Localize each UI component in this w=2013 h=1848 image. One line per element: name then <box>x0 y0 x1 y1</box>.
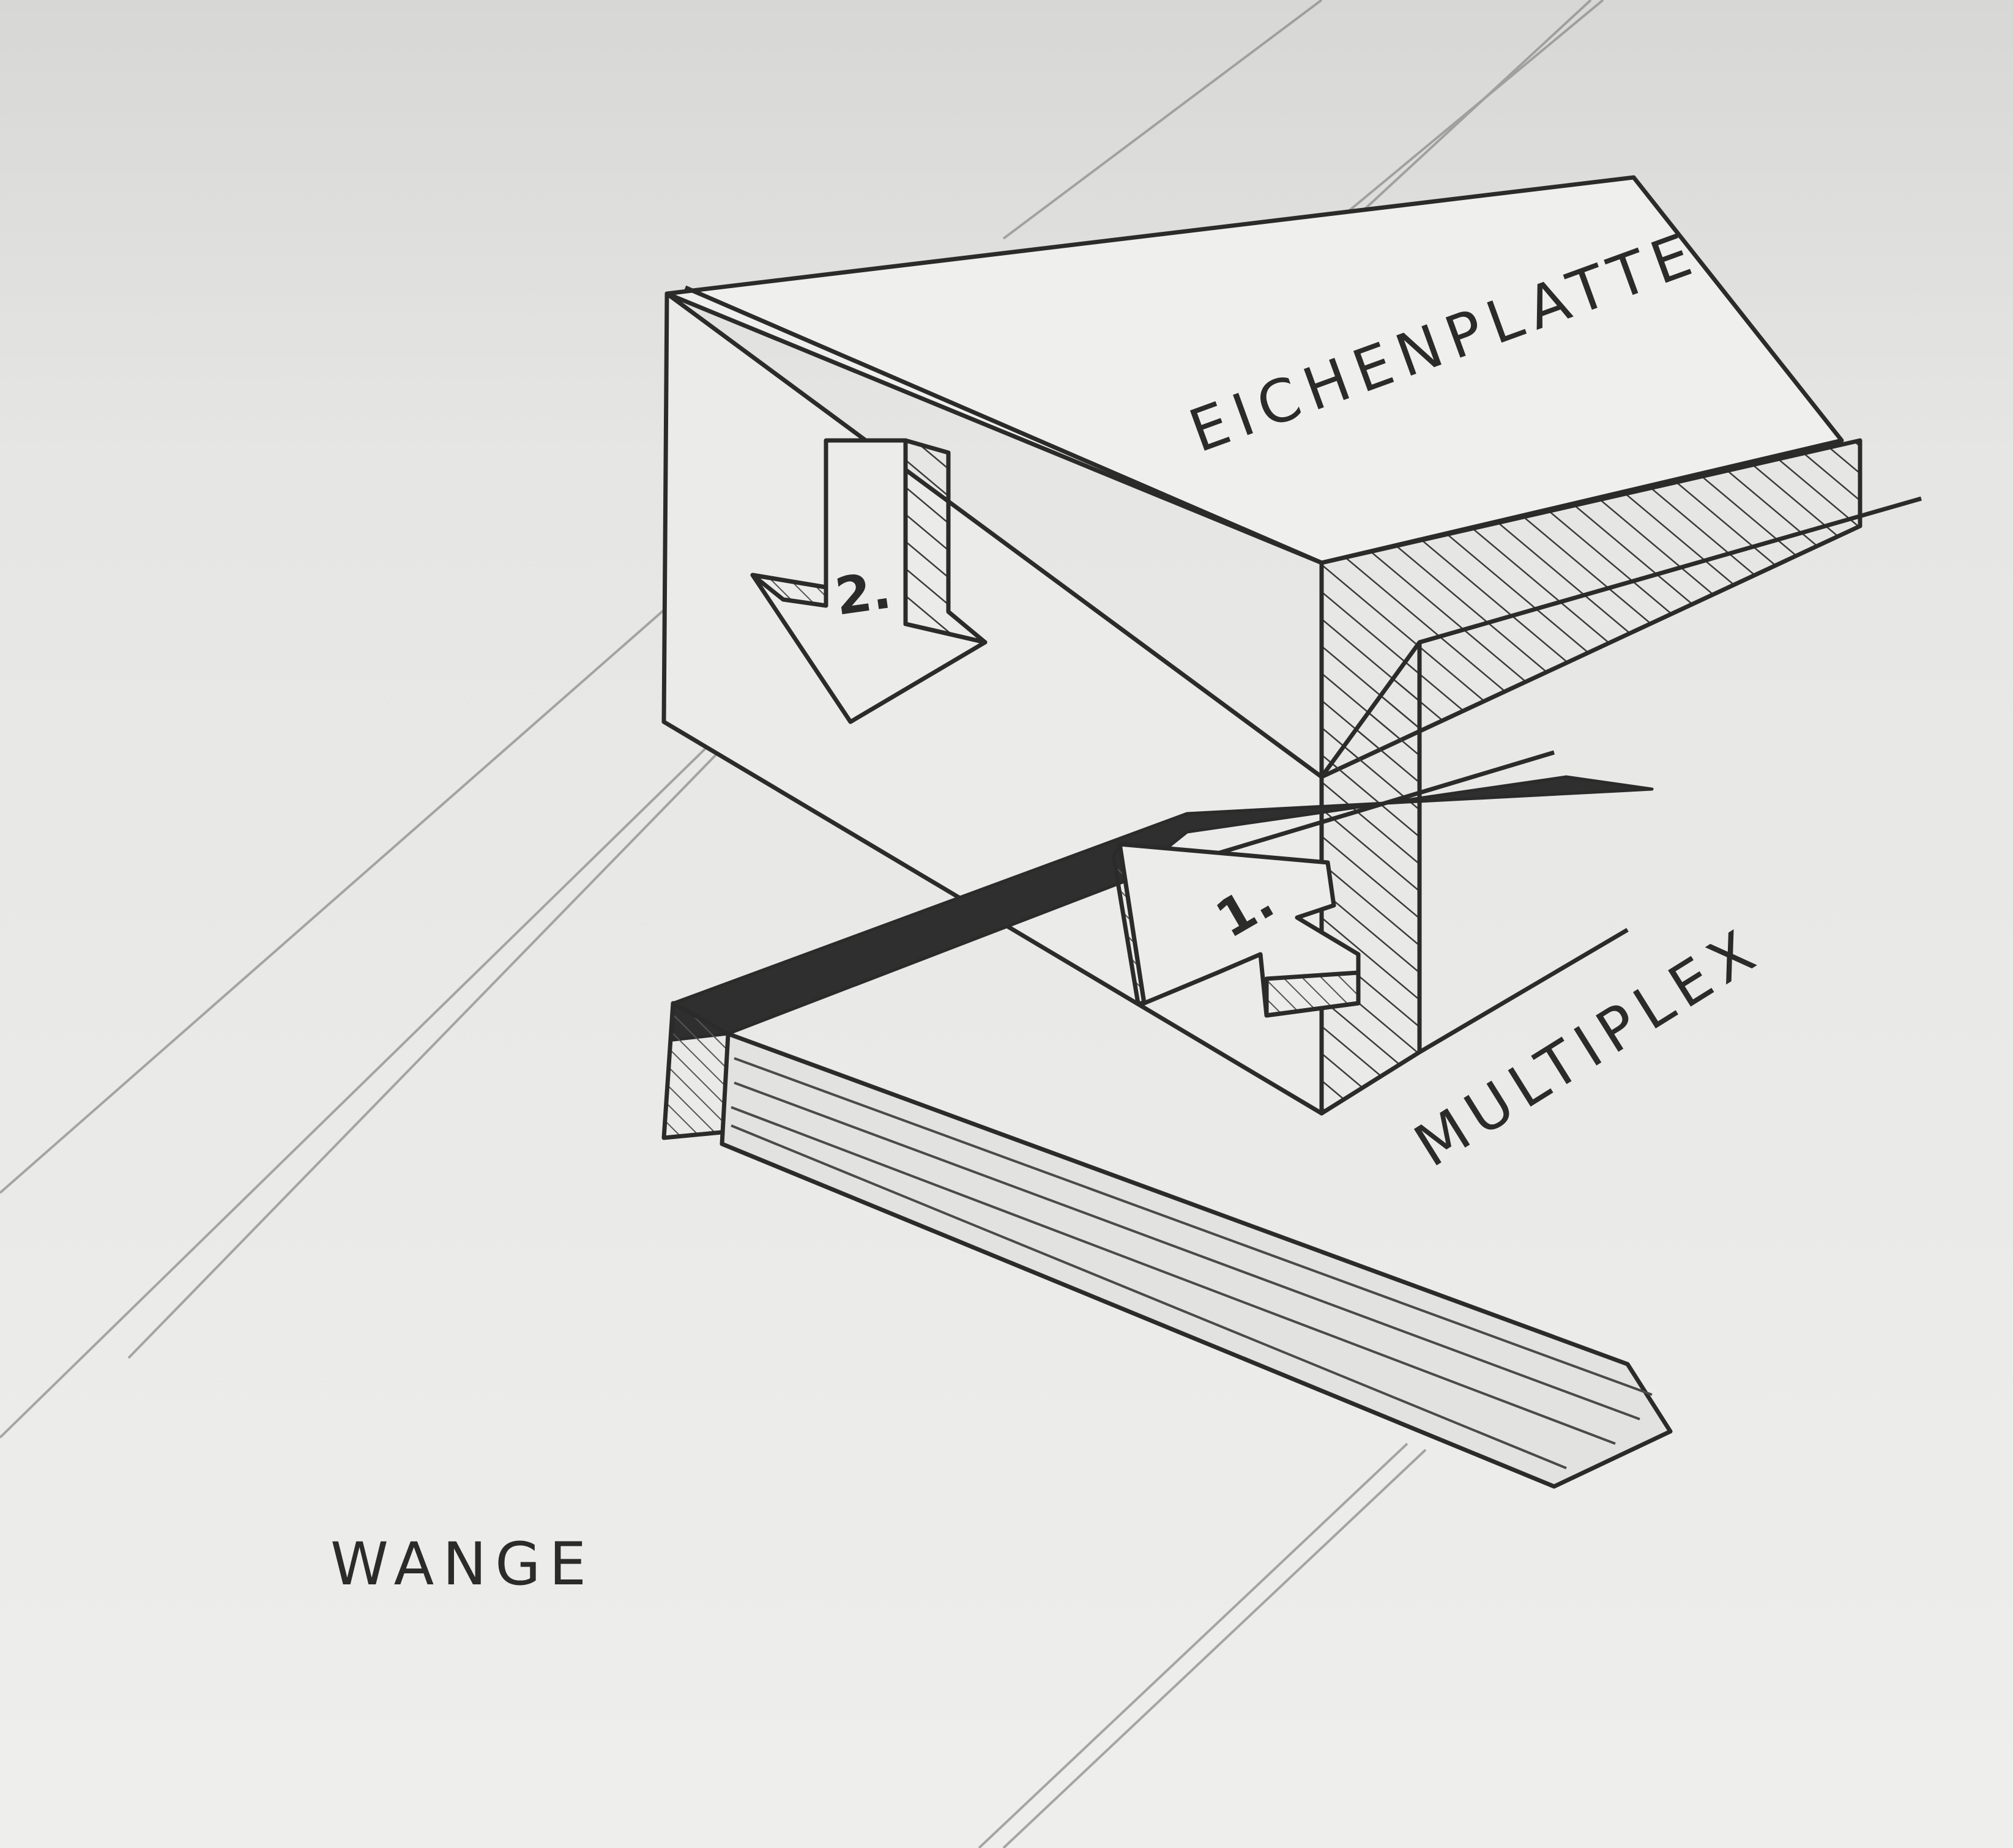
label-wange: WANGE <box>330 1530 595 1598</box>
multiplex-plies <box>731 1057 1653 1469</box>
construction-lines <box>0 0 1604 1848</box>
oak-board-end-grain <box>1319 438 1862 779</box>
multiplex-panel <box>661 750 1673 1489</box>
arrow-step-one-icon <box>1111 842 1361 1018</box>
arrow-step-two-icon <box>750 438 988 724</box>
step-two-label: 2. <box>832 560 895 627</box>
